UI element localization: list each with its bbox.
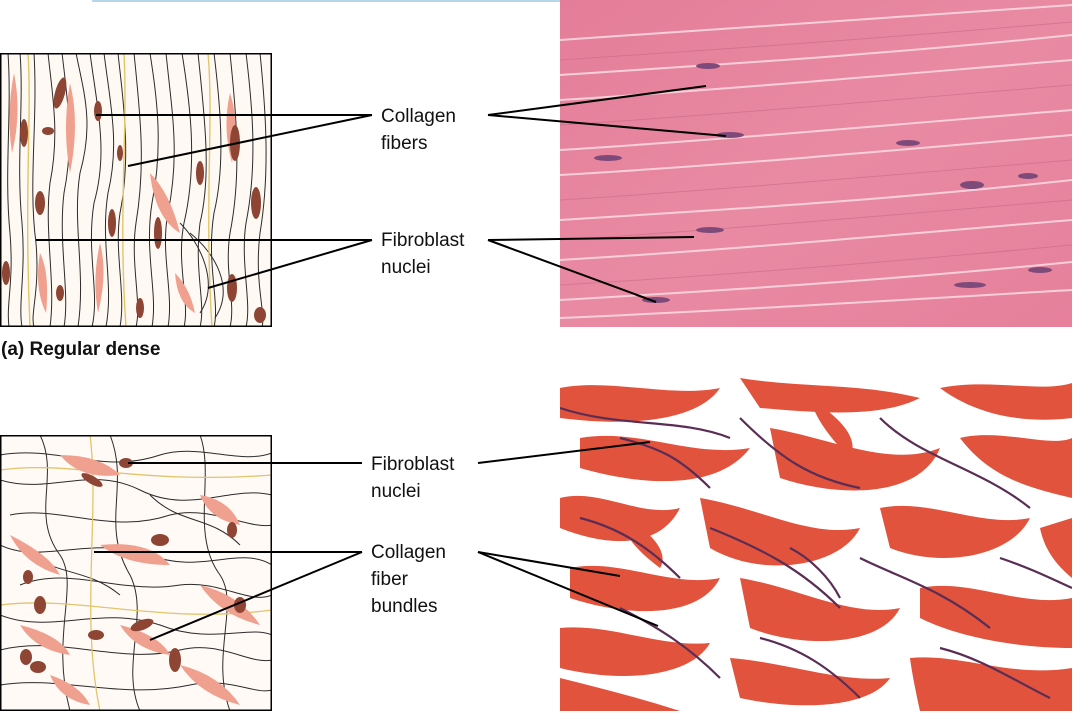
irregular-dense-micrograph <box>560 378 1072 711</box>
leader-collagen-a2 <box>127 114 373 167</box>
label-collagen-fiber-bundles: Collagen fiber bundles <box>371 542 446 617</box>
regular-dense-micrograph <box>560 0 1072 327</box>
leader-collagen-a3 <box>487 85 707 116</box>
leader-collagen-b2 <box>149 551 363 641</box>
irregular-dense-drawing <box>0 435 272 711</box>
label-collagen-fibers: Collagen fibers <box>381 106 456 154</box>
top-rule <box>92 0 560 2</box>
label-fibroblast-nuclei-a: Fibroblast nuclei <box>381 230 465 278</box>
leader-collagen-b3 <box>477 551 621 577</box>
caption-regular-dense: (a) Regular dense <box>1 339 161 360</box>
label-fibroblast-nuclei-b: Fibroblast nuclei <box>371 454 455 502</box>
leader-fibroblast-b2 <box>477 441 651 464</box>
leader-collagen-b4 <box>477 551 659 627</box>
leader-fibroblast-a3 <box>487 236 695 241</box>
leader-fibroblast-a2 <box>207 239 373 289</box>
leader-collagen-a4 <box>487 114 727 137</box>
regular-dense-drawing <box>0 53 272 327</box>
leader-fibroblast-a4 <box>487 239 657 303</box>
